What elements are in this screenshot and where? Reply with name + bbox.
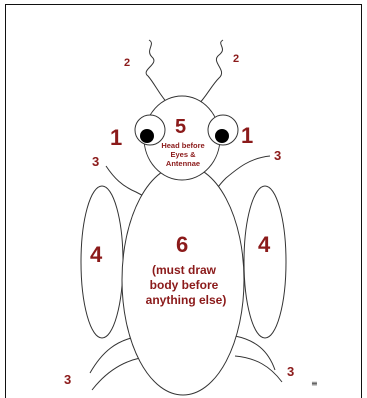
right-wing [244,186,286,338]
lower-left-leg-2 [92,358,140,390]
wing-number-left: 4 [90,242,103,267]
antenna-number-right: 2 [233,53,239,65]
eye-number-right: 1 [241,123,253,148]
wing-number-right: 4 [258,232,271,257]
head-note-line-1: Head before [161,141,204,150]
head-note-line-3: Antennae [166,159,200,168]
eye-number-left: 1 [110,125,122,150]
body-note-line-1: (must draw [152,263,217,277]
leg-number-upper-left: 3 [92,154,99,169]
left-pupil [140,129,154,143]
head-note-line-2: Eyes & [170,150,196,159]
leg-number-upper-right: 3 [274,148,281,163]
body-note-line-2: body before [150,278,219,292]
head-number: 5 [175,116,186,138]
body-note-line-3: anything else) [146,293,227,307]
right-pupil [215,129,229,143]
body-number: 6 [176,232,188,257]
right-antenna [197,40,223,106]
leg-number-lower-left: 3 [64,372,71,387]
left-antenna [146,40,170,106]
antenna-number-left: 2 [124,57,130,69]
corner-mark: ≡ [311,379,318,388]
leg-number-lower-right: 3 [287,364,294,379]
lower-right-leg [235,336,275,370]
